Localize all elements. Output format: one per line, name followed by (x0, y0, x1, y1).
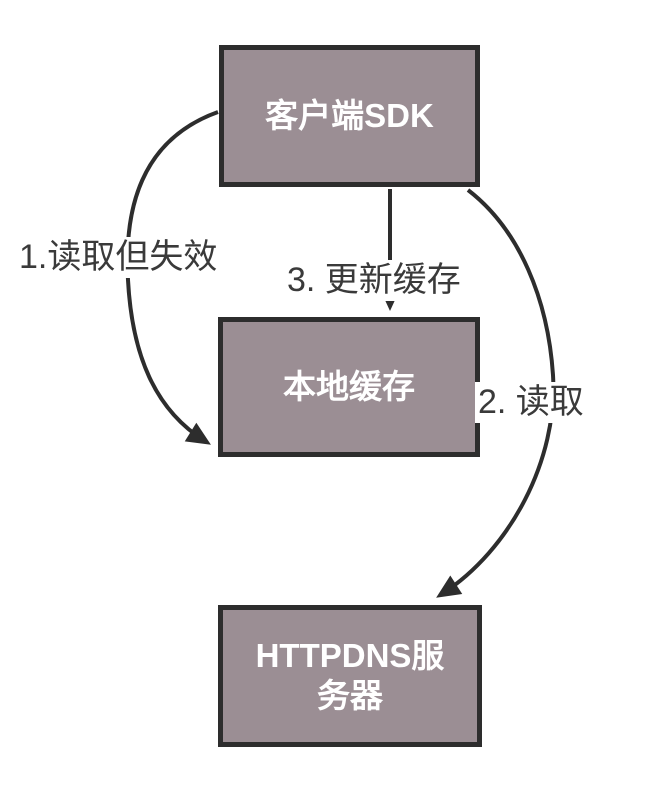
edge-read-expired-path (125, 110, 219, 445)
edge-label-update-cache: 3. 更新缓存 (284, 260, 464, 302)
node-httpdns-server-label: HTTPDNS服 务器 (255, 636, 445, 714)
edge-label-read: 2. 读取 (475, 382, 587, 424)
node-local-cache-label: 本地缓存 (283, 367, 415, 405)
node-client-sdk: 客户端SDK (219, 45, 480, 187)
node-httpdns-server: HTTPDNS服 务器 (218, 605, 482, 747)
edge-label-read-expired: 1.读取但失效 (16, 237, 221, 279)
node-client-sdk-label: 客户端SDK (265, 96, 434, 134)
node-local-cache: 本地缓存 (218, 317, 480, 457)
edge-read-path (436, 188, 556, 598)
